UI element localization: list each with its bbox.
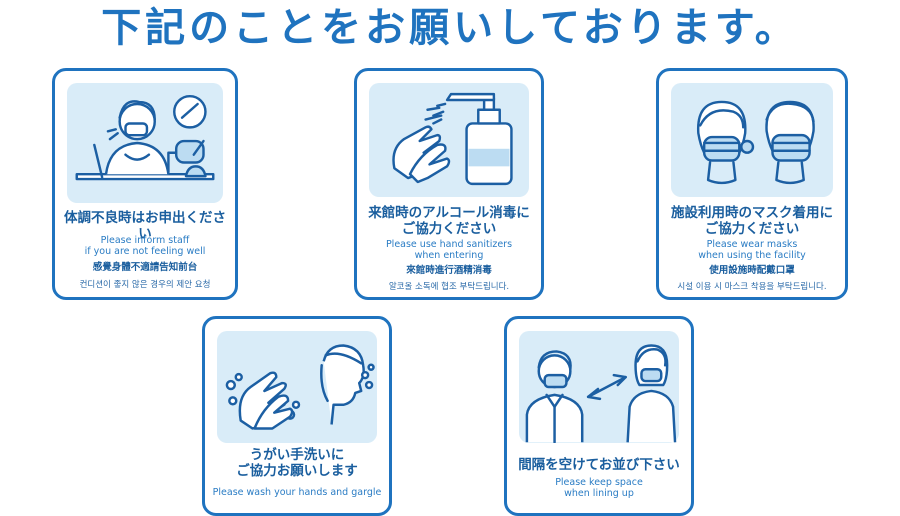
card-english-text: Please wash your hands and gargle xyxy=(212,487,382,498)
face-mask-icon xyxy=(697,100,815,185)
card-japanese-text: 来館時のアルコール消毒に ご協力ください xyxy=(368,205,530,237)
card-korean-text: 컨디션이 좋지 않은 경우의 제안 요청 xyxy=(79,280,211,290)
card-japanese-text: 施設利用時のマスク着用に ご協力ください xyxy=(671,205,833,237)
card-japanese-text: 体調不良時はお申出ください xyxy=(64,210,226,242)
card-chinese-text: 使用設施時配戴口罩 xyxy=(709,265,795,276)
illustration-panel xyxy=(519,331,679,443)
card-japanese-text: 間隔を空けてお並び下さい xyxy=(518,457,680,473)
card-chinese-text: 來館時進行酒精消毒 xyxy=(406,265,492,276)
illustration-panel xyxy=(369,83,529,197)
card-english-text: Please use hand sanitizers when entering xyxy=(385,239,513,261)
notice-card-handwash: うがい手洗いに ご協力お願いします Please wash your hands… xyxy=(202,316,392,516)
card-chinese-text: 感覺身體不適請告知前台 xyxy=(92,262,198,273)
card-korean-text: 시설 이용 시 마스크 착용을 부탁드립니다. xyxy=(677,282,827,292)
illustration-panel xyxy=(67,83,223,203)
card-japanese-text: うがい手洗いに ご協力お願いします xyxy=(236,447,358,479)
card-english-text: Please inform staff if you are not feeli… xyxy=(84,235,206,257)
notice-card-distance: 間隔を空けてお並び下さい Please keep space when lini… xyxy=(504,316,694,516)
hand-sanitizer-icon xyxy=(392,92,513,186)
hand-wash-gargle-icon xyxy=(225,344,375,430)
sick-person-icon xyxy=(75,94,215,181)
social-distance-icon xyxy=(525,344,677,443)
page-title: 下記のことをお願いしております。 xyxy=(101,5,799,51)
card-korean-text: 알코올 소독에 협조 부탁드립니다. xyxy=(388,282,510,292)
illustration-panel xyxy=(671,83,833,197)
notice-card-sanitizer: 来館時のアルコール消毒に ご協力ください Please use hand san… xyxy=(354,68,544,300)
notice-card-mask: 施設利用時のマスク着用に ご協力ください Please wear masks w… xyxy=(656,68,848,300)
notice-card-health: 体調不良時はお申出ください Please inform staff if you… xyxy=(52,68,238,300)
card-english-text: Please wear masks when using the facilit… xyxy=(698,239,806,261)
illustration-panel xyxy=(217,331,377,443)
card-english-text: Please keep space when lining up xyxy=(555,477,643,499)
